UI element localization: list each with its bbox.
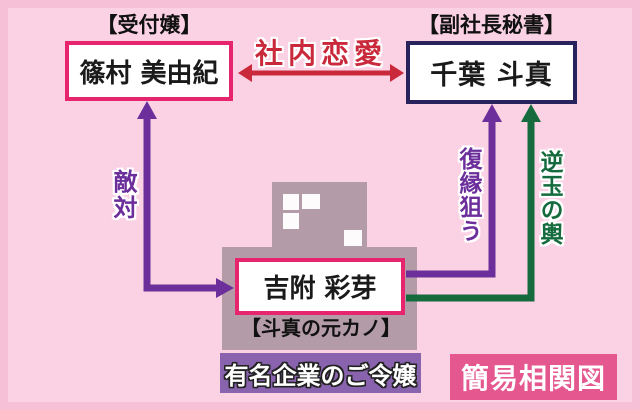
rekindle-label: 復縁狙う [455, 147, 481, 243]
person-box-shinomura: 篠村 美由紀 [65, 41, 233, 101]
ex-girlfriend-role-label: 【斗真の元カノ】 [241, 316, 401, 340]
rivalry-arrowhead-up-icon [137, 101, 157, 119]
ex-girlfriend-tag-badge: 有名企業のご令嬢 [220, 353, 421, 393]
rekindle-arrowhead-up-icon [482, 104, 502, 122]
building-window [344, 230, 362, 246]
secretary-role-label: 【副社長秘書】 [418, 12, 565, 37]
diagram-title-badge: 簡易相関図 [450, 354, 617, 400]
building-window [302, 194, 320, 209]
person-name-shinomura: 篠村 美由紀 [79, 58, 219, 89]
rivalry-label: 敵対 [109, 169, 137, 221]
person-box-chiba: 千葉 斗真 [406, 41, 577, 104]
building-window [283, 194, 299, 210]
person-name-yoshizuki: 吉附 彩芽 [263, 274, 377, 304]
gyakutama-arrowhead-up-icon [521, 104, 541, 122]
person-box-yoshizuki: 吉附 彩芽 [235, 258, 405, 315]
office-romance-label: 社内恋愛 [254, 37, 387, 70]
building-window [283, 213, 299, 229]
gyakutama-label: 逆玉の輿 [536, 150, 562, 246]
person-name-chiba: 千葉 斗真 [430, 60, 553, 91]
receptionist-role-label: 【受付嬢】 [96, 12, 202, 37]
rivalry-arrow-line [143, 114, 221, 292]
